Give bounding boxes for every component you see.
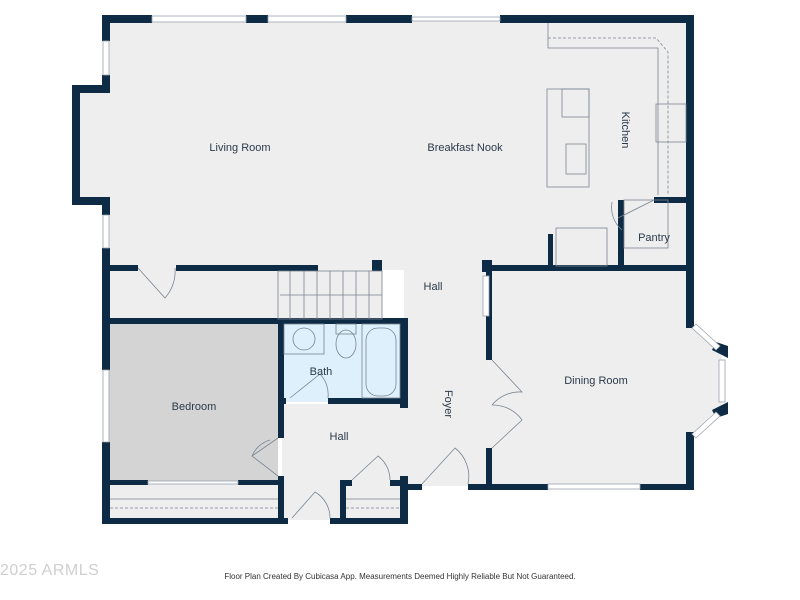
room-label-living-room: Living Room (209, 142, 270, 154)
watermark: 2025 ARMLS (0, 562, 100, 579)
room-label-bath: Bath (310, 366, 333, 378)
room-labels: Living Room Breakfast Nook Kitchen Pantr… (172, 112, 671, 443)
room-label-kitchen: Kitchen (619, 112, 631, 149)
room-label-bedroom: Bedroom (172, 401, 217, 413)
walls (72, 15, 728, 524)
room-label-dining-room: Dining Room (564, 375, 628, 387)
room-label-pantry: Pantry (638, 232, 670, 244)
room-label-breakfast-nook: Breakfast Nook (427, 142, 503, 154)
fixtures (110, 23, 687, 519)
room-label-hall-upper: Hall (424, 281, 443, 293)
footer-disclaimer: Floor Plan Created By Cubicasa App. Meas… (224, 572, 576, 581)
bedroom-floor (106, 322, 278, 484)
room-label-foyer: Foyer (442, 390, 454, 418)
room-label-hall-lower: Hall (330, 431, 349, 443)
floors (76, 18, 722, 520)
windows (102, 15, 726, 490)
